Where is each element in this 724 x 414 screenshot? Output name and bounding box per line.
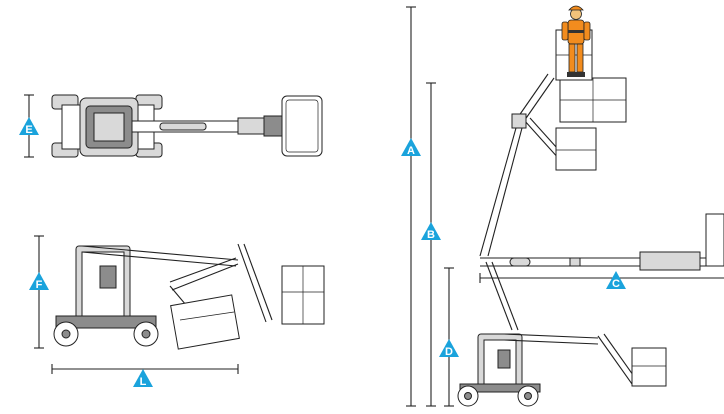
dimension-l: L (51, 364, 239, 388)
dimension-e: E (19, 94, 39, 158)
top-view-machine (51, 94, 323, 158)
dimension-marker-icon (421, 222, 441, 240)
side-view-stowed-machine (53, 243, 325, 350)
working-envelope-machine (457, 29, 724, 407)
marker-e-label: E (25, 124, 32, 136)
marker-f-label: F (36, 279, 43, 291)
dimension-marker-icon (401, 138, 421, 156)
marker-a-label: A (407, 145, 415, 157)
dimension-marker-icon (133, 369, 153, 387)
dimension-b: B (421, 82, 441, 407)
dimension-marker-icon (19, 117, 39, 135)
marker-c-label: C (612, 278, 620, 290)
dimension-f: F (29, 235, 49, 349)
dimension-c: C (479, 271, 724, 290)
marker-l-label: L (140, 376, 147, 388)
dimension-marker-icon (606, 271, 626, 289)
worker-figure-icon (561, 5, 591, 77)
dimension-marker-icon (439, 339, 459, 357)
marker-b-label: B (427, 229, 435, 241)
marker-d-label: D (445, 346, 453, 358)
dimension-a: A (401, 6, 421, 407)
dimension-marker-icon (29, 272, 49, 290)
dimension-d: D (439, 267, 459, 407)
